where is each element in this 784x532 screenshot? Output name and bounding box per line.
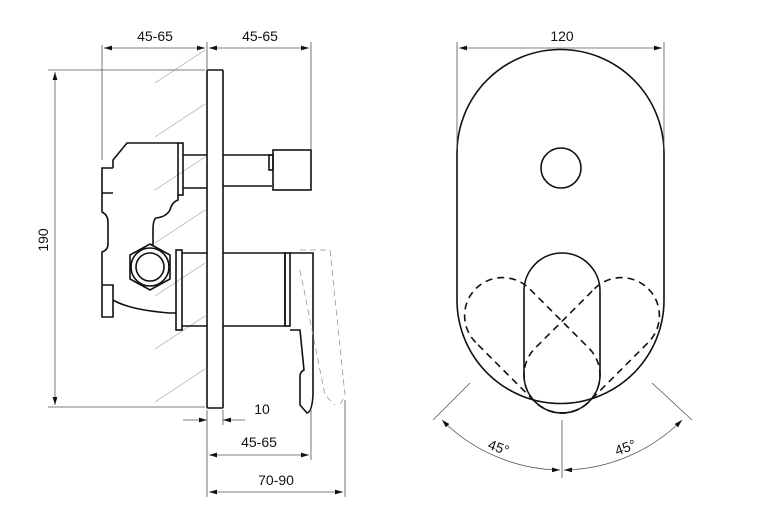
lever-front: [523, 252, 601, 414]
dim-top-right: 45-65: [242, 28, 278, 44]
wall-hatch: [154, 49, 206, 403]
dim-plate-offset: 10: [254, 401, 270, 417]
dimensions-side: 45-65 45-65 190 10 45-65 70-90: [35, 28, 346, 497]
cover-plate-outline: [456, 48, 665, 405]
dimensions-front: 120 45° 45°: [432, 28, 693, 478]
angle-right: 45°: [613, 436, 638, 458]
front-view: 120 45° 45°: [432, 28, 693, 478]
valve-body: [101, 142, 207, 331]
dim-total-depth: 70-90: [258, 472, 294, 488]
angle-left: 45°: [486, 436, 511, 458]
cover-plate: [206, 69, 224, 409]
hex-nut: [129, 243, 171, 291]
dim-height: 190: [35, 228, 51, 252]
diverter-knob-front: [540, 147, 582, 189]
dim-width: 120: [550, 28, 574, 44]
lever-handle: [223, 249, 346, 414]
dim-top-left: 45-65: [137, 28, 173, 44]
lever-rotated-positions: [463, 276, 661, 414]
diverter-knob: [183, 149, 312, 191]
dim-lever-depth: 45-65: [241, 434, 277, 450]
side-view: 45-65 45-65 190 10 45-65 70-90: [35, 28, 346, 497]
